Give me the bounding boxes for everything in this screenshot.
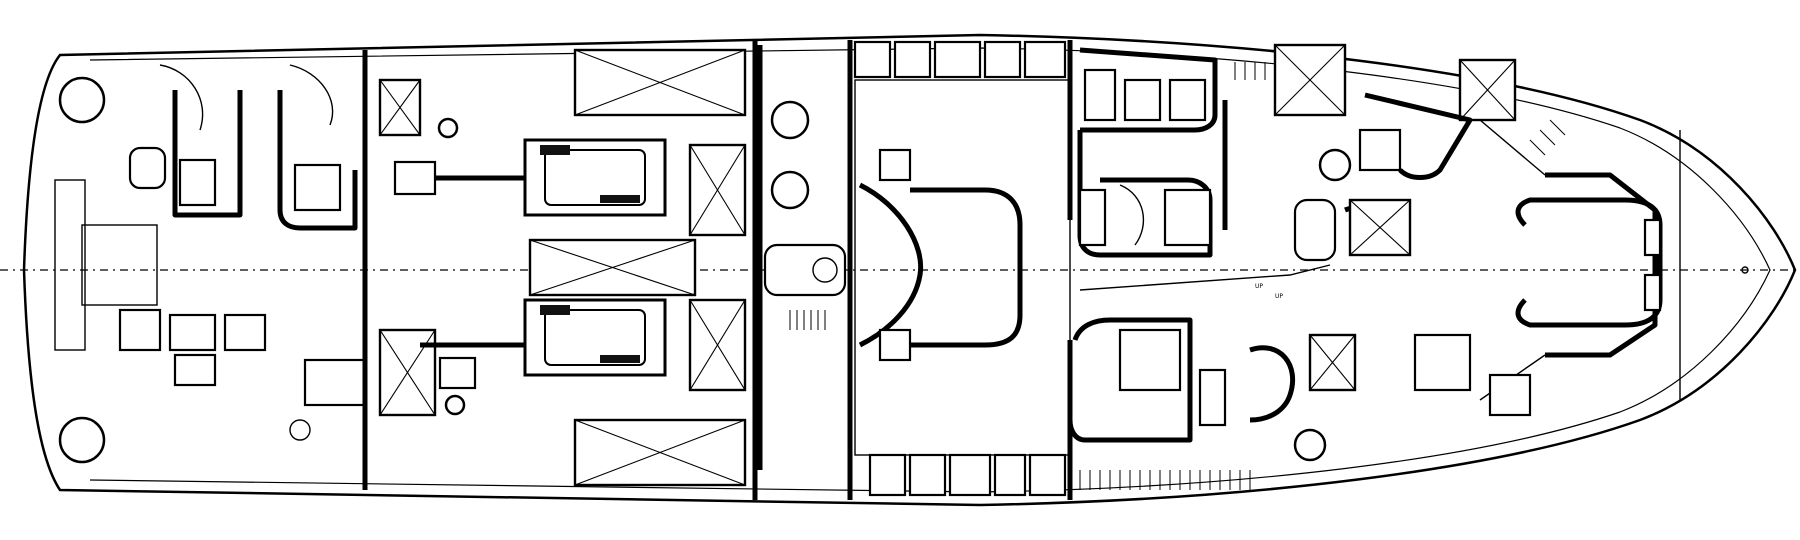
v-berth-side-port — [1479, 119, 1546, 176]
generator-port — [688, 143, 747, 237]
gear-stbd — [438, 356, 477, 390]
guest-port-door — [1119, 184, 1145, 246]
master-closets-top — [853, 40, 1067, 79]
stern-bollard-port — [58, 76, 106, 124]
hull-inner-line — [89, 47, 1771, 493]
guest-stbd-locker — [1198, 368, 1227, 427]
fwd-stair-box — [1348, 198, 1412, 257]
aft-locker-4 — [173, 353, 217, 387]
guest-head-toilet — [1293, 198, 1337, 262]
guest-port-locker-2 — [1123, 78, 1162, 122]
stbd-stair-curve — [1249, 345, 1296, 423]
master-closets-bottom — [868, 453, 1067, 497]
guest-port-locker-5 — [1163, 188, 1212, 247]
stbd-head-basin — [1293, 428, 1327, 462]
aft-locker-1 — [118, 308, 162, 352]
aft-door-swing-2 — [289, 64, 334, 126]
transom-step — [54, 179, 86, 351]
master-nightstand-1 — [878, 148, 912, 182]
v-berth-shelf-1 — [1643, 218, 1662, 257]
bow-marker — [1741, 266, 1749, 274]
aft-door-swing-1 — [159, 64, 204, 131]
stbd-fwd-locker — [1488, 373, 1532, 417]
top-hatching — [1234, 62, 1566, 156]
fwd-tank-1 — [1273, 43, 1347, 117]
fuel-tank-stbd — [573, 418, 747, 487]
fwd-tank-2 — [1458, 58, 1517, 122]
stern-bollard-stbd — [58, 416, 106, 464]
guest-port-locker-3 — [1168, 78, 1207, 122]
er-fixture-2 — [444, 394, 466, 416]
guest-stbd-berth — [1118, 328, 1182, 392]
bottom-hatching — [1079, 470, 1251, 490]
v-berth — [1515, 197, 1663, 328]
fwd-stateroom-wall — [1364, 92, 1473, 180]
hull-outline — [22, 33, 1797, 507]
master-nightstand-2 — [878, 328, 912, 362]
aft-tank-port — [378, 78, 422, 137]
master-berth — [910, 187, 1023, 348]
hatch-1 — [789, 310, 826, 330]
aft-cabinet-2 — [293, 163, 342, 212]
tub — [763, 243, 847, 297]
guest-port-locker-4 — [1078, 188, 1107, 247]
guest-stbd-wall — [1067, 317, 1193, 443]
aft-cabin-wall — [172, 90, 243, 218]
v-berth-outer — [1545, 172, 1658, 358]
guest-port-locker-1 — [1083, 68, 1117, 122]
swim-platform-hatch — [81, 224, 158, 306]
aft-locker-2 — [168, 313, 217, 352]
stair-up-label-a: UP — [1255, 283, 1263, 290]
guest-port-upper-wall — [1079, 47, 1218, 133]
fuel-tank-port — [573, 48, 747, 117]
basin-1 — [770, 100, 810, 140]
basin-2 — [770, 170, 810, 210]
passage-line — [1079, 264, 1331, 291]
stair-up-label-b: UP — [1275, 293, 1283, 300]
stbd-fwd-cab — [1413, 333, 1472, 392]
master-berth-curve — [858, 182, 924, 348]
aft-head-wall — [277, 90, 358, 231]
guest-head-basin — [1318, 148, 1352, 182]
gear-port — [393, 160, 437, 196]
stbd-head-box — [1308, 333, 1357, 392]
v-berth-shelf-2 — [1643, 273, 1662, 312]
center-tank — [528, 238, 697, 297]
engine-port — [523, 138, 667, 217]
engine-stbd — [523, 298, 667, 377]
guest-head-cab — [1358, 128, 1402, 172]
aft-locker-3 — [223, 313, 267, 352]
master-room-outline — [854, 79, 1071, 456]
aft-toilet — [128, 146, 167, 190]
er-fixture-1 — [437, 117, 459, 139]
aft-cabinet-1 — [178, 158, 217, 207]
aft-fixture-circle — [289, 419, 311, 441]
tub-drain — [812, 257, 838, 283]
aft-locker-5 — [303, 358, 367, 407]
generator-stbd — [688, 298, 747, 392]
